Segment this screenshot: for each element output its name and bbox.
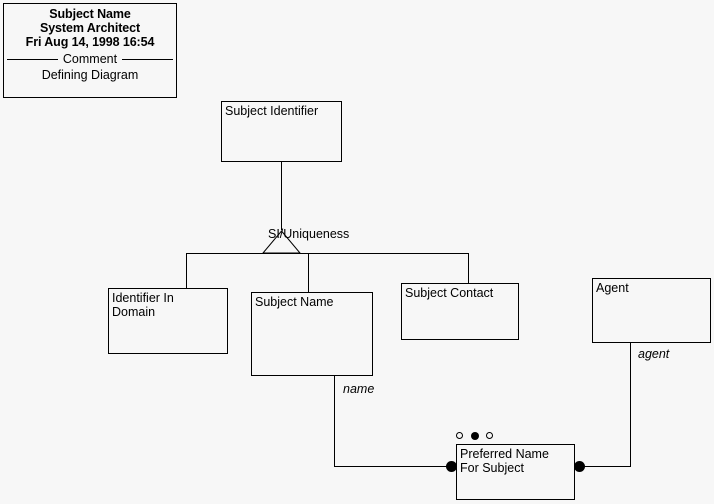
comment-text: Defining Diagram bbox=[41, 68, 139, 82]
diagram-title-block: Subject Name System Architect Fri Aug 14… bbox=[3, 3, 177, 98]
entity-subject-contact-label: Subject Contact bbox=[405, 286, 494, 300]
entity-preferred-name-for-subject[interactable]: Preferred Name For Subject bbox=[456, 444, 575, 500]
mandatory-role-dot-left-icon bbox=[446, 461, 457, 472]
connector-agent-vertical bbox=[630, 343, 631, 467]
diagram-subject-name: Subject Name bbox=[49, 7, 131, 21]
entity-agent[interactable]: Agent bbox=[592, 278, 711, 343]
comment-divider-right-rule bbox=[122, 58, 173, 60]
connector-subtype-bar bbox=[186, 253, 469, 254]
role-label-name: name bbox=[343, 382, 375, 396]
uniqueness-constraint-label: SI/Uniqueness bbox=[268, 227, 350, 241]
entity-identifier-in-domain[interactable]: Identifier In Domain bbox=[108, 288, 228, 354]
connector-bar-to-identifier-in-domain bbox=[186, 253, 187, 289]
entity-identifier-in-domain-label: Identifier In Domain bbox=[112, 291, 174, 319]
entity-subject-identifier-label: Subject Identifier bbox=[225, 104, 319, 118]
connector-subject-name-vertical bbox=[334, 376, 335, 467]
role-marker-hollow-left-icon bbox=[456, 432, 463, 439]
connector-subject-name-horizontal bbox=[334, 466, 452, 467]
comment-divider-left-rule bbox=[7, 58, 58, 60]
entity-subject-contact[interactable]: Subject Contact bbox=[401, 283, 519, 340]
entity-subject-name[interactable]: Subject Name bbox=[251, 292, 373, 376]
entity-preferred-name-for-subject-label: Preferred Name For Subject bbox=[460, 447, 549, 475]
entity-agent-label: Agent bbox=[596, 281, 629, 295]
role-label-agent: agent bbox=[638, 347, 670, 361]
entity-subject-identifier[interactable]: Subject Identifier bbox=[221, 101, 342, 162]
entity-subject-name-label: Subject Name bbox=[255, 295, 334, 309]
mandatory-role-dot-right-icon bbox=[574, 461, 585, 472]
role-marker-filled-center-icon bbox=[471, 432, 479, 440]
connector-subject-identifier-to-constraint bbox=[281, 162, 282, 230]
connector-bar-to-subject-contact bbox=[468, 253, 469, 283]
comment-divider: Comment bbox=[7, 52, 173, 66]
role-marker-hollow-right-icon bbox=[486, 432, 493, 439]
diagram-timestamp: Fri Aug 14, 1998 16:54 bbox=[25, 35, 155, 49]
comment-label: Comment bbox=[62, 52, 118, 66]
diagram-author-role: System Architect bbox=[39, 21, 141, 35]
connector-bar-to-subject-name bbox=[308, 253, 309, 293]
connector-agent-horizontal bbox=[580, 466, 631, 467]
